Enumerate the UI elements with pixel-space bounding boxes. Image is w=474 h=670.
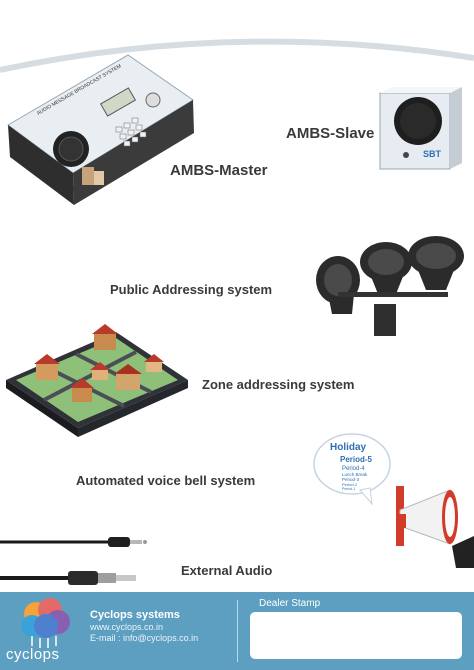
public-addressing-label: Public Addressing system [110, 282, 273, 297]
zone-map-image [6, 324, 188, 437]
bell-bubble-title: Holiday [330, 442, 367, 453]
voice-bell-image: Holiday Period-5 Period-4 Lunch Break Pe… [313, 433, 474, 568]
company-name: Cyclops systems [90, 609, 180, 621]
audio-cables-image [0, 537, 147, 585]
bell-line-5: Period-2 [342, 482, 358, 487]
bell-line-2: Period-4 [342, 466, 365, 472]
ambs-master-device: AUDIO MESSAGE BROADCAST SYSTEM [7, 54, 194, 205]
bell-line-4: Period-3 [342, 477, 360, 482]
slave-brand-label: SBT [423, 149, 442, 159]
top-arc [0, 30, 474, 73]
dealer-stamp-label: Dealer Stamp [259, 598, 321, 609]
footer: cyclops Cyclops systems www.cyclops.co.i… [0, 592, 474, 670]
bell-line-1: Period-5 [340, 455, 373, 464]
footer-divider [237, 600, 238, 662]
pa-horns-image [316, 236, 464, 336]
external-audio-label: External Audio [181, 563, 273, 578]
bell-line-3: Lunch Break [342, 472, 368, 477]
bell-line-6: Period-1 [342, 487, 355, 491]
company-email[interactable]: E-mail : info@cyclops.co.in [90, 633, 199, 643]
zone-addressing-label: Zone addressing system [202, 377, 355, 392]
voice-bell-label: Automated voice bell system [76, 473, 256, 488]
ambs-slave-device: SBT [379, 87, 462, 170]
brand-wordmark: cyclops [6, 646, 60, 663]
ambs-slave-label: AMBS-Slave [286, 125, 375, 142]
ambs-master-label: AMBS-Master [170, 162, 268, 179]
company-website[interactable]: www.cyclops.co.in [90, 622, 164, 632]
cyclops-logo-icon [21, 598, 70, 648]
dealer-stamp-box [250, 612, 462, 659]
